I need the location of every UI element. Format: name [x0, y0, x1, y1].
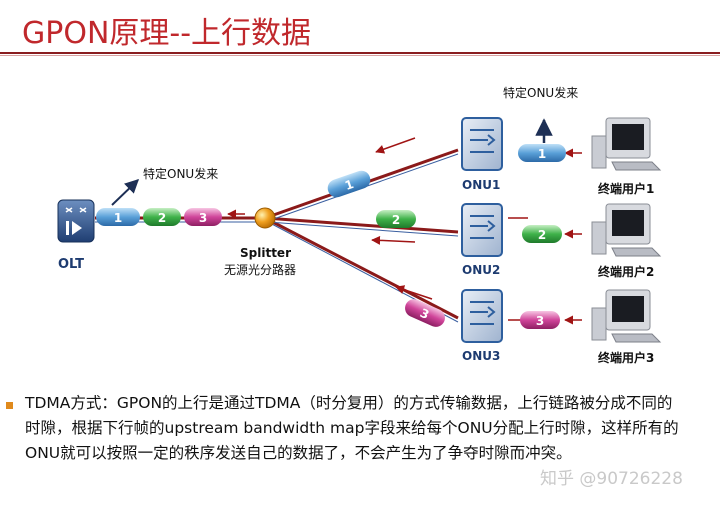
- user-1-label: 终端用户1: [598, 181, 654, 196]
- fiber-onu2: [264, 216, 459, 234]
- user-computer-3: 终端用户3: [591, 289, 662, 365]
- user-3-label: 终端用户3: [598, 350, 654, 365]
- packet-2: 2: [143, 208, 181, 226]
- svg-text:1: 1: [538, 147, 546, 161]
- svg-text:2: 2: [392, 213, 400, 227]
- slide-title: GPON原理--上行数据: [22, 16, 312, 51]
- onu-1-label: ONU1: [462, 178, 500, 192]
- onu-2-label: ONU2: [462, 263, 500, 277]
- splitter: Splitter 无源光分路器: [224, 207, 296, 277]
- onu-1: ONU1: [461, 117, 503, 192]
- olt-arrows-icon: [65, 207, 87, 213]
- onu-3-label: ONU3: [462, 349, 500, 363]
- onu-note: 特定ONU发来: [503, 85, 578, 100]
- title-rule: [0, 52, 720, 54]
- fiber-onu3: [264, 216, 459, 320]
- description-paragraph: TDMA方式：GPON的上行是通过TDMA（时分复用）的方式传输数据，上行链路被…: [25, 394, 679, 462]
- packet-1: 1: [96, 208, 140, 226]
- title-rule-thin: [0, 55, 720, 56]
- olt-packet-queue: 1 2 3: [96, 208, 222, 226]
- branch-packet-3: 3: [405, 299, 445, 327]
- onu-3: ONU3: [461, 289, 503, 363]
- branch-packet-2: 2: [376, 210, 416, 228]
- olt-label: OLT: [58, 257, 84, 272]
- branch-packet-1: 1: [327, 170, 371, 198]
- user-packet-2: 2: [522, 225, 562, 243]
- splitter-label: Splitter: [240, 246, 291, 260]
- olt-note-arrow: [111, 179, 140, 206]
- onu-2: ONU2: [461, 203, 503, 277]
- splitter-sublabel: 无源光分路器: [224, 262, 296, 277]
- bullet-marker: [6, 402, 13, 409]
- svg-text:2: 2: [538, 228, 546, 242]
- olt-note: 特定ONU发来: [143, 166, 218, 181]
- user-computer-1: 终端用户1: [591, 117, 662, 196]
- user-packet-1: 1: [518, 144, 566, 162]
- svg-text:2: 2: [158, 211, 166, 225]
- svg-text:1: 1: [114, 211, 122, 225]
- user-2-label: 终端用户2: [598, 264, 654, 279]
- svg-text:3: 3: [536, 314, 544, 328]
- gpon-upstream-diagram: OLT 特定ONU发来 1 2 3 Splitter 无源光分路器 1 2 3: [57, 85, 662, 365]
- svg-text:3: 3: [199, 211, 207, 225]
- packet-3: 3: [184, 208, 222, 226]
- user-computer-2: 终端用户2: [591, 203, 662, 279]
- user-packet-3: 3: [520, 311, 560, 329]
- watermark: 知乎 @90726228: [540, 469, 683, 489]
- direction-arrows: [227, 137, 582, 325]
- olt-device: OLT: [57, 199, 95, 272]
